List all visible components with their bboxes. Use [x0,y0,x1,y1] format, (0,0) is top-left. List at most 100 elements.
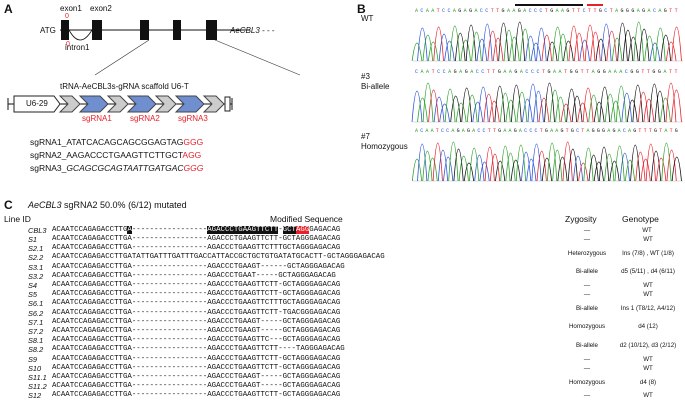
row-sequence: ACAATCCAGAGACCTTGA-----------------AGACC… [52,308,341,317]
zygosity-cell: — [583,392,591,400]
chromatogram-peak [599,86,611,123]
base-call: A [415,128,419,134]
base-call: T [490,8,494,14]
row-sequence: ACAATCCAGAGACCTTGA-----------------AGACC… [52,290,341,299]
base-call: A [474,8,478,14]
base-call: A [558,69,562,75]
base-call: G [674,128,678,134]
chromatogram-peak [567,148,578,182]
base-call: G [513,128,517,134]
chromatogram-peak [609,160,620,182]
row-line-id: S3.2 [28,271,44,281]
base-call: G [602,69,606,75]
base-call: A [628,128,632,134]
chromatogram-peak [638,28,650,62]
base-call: G [560,128,564,134]
genotype-cell: d2 (10/12), d3 (2/12) [619,341,677,349]
base-call: T [659,128,663,134]
chromatogram-peak [417,143,428,182]
sgrna-seq-3: sgRNA3_GCAGCGCAGTAATTGATGACGGG [30,163,204,173]
base-call: A [506,8,511,14]
chromatogram-peak [487,30,498,62]
base-call: A [508,69,513,75]
base-call: T [544,8,548,14]
chromatogram-peak [649,42,661,62]
chromatogram-peak [460,39,471,62]
gene-structure-diagram [60,20,301,76]
chromatogram-peak [444,40,455,62]
base-call: G [464,69,468,75]
chromatogram-peak [606,30,617,62]
chromatogram-peak [482,23,493,62]
sgrna-sequence-list: sgRNA1_ATATCACAGCAGCGGAGTAGGGG sgRNA2_AA… [30,136,203,175]
row-line-id: S2.1 [28,244,44,254]
base-call: C [442,8,446,14]
row-sequence: ACAATCCAGAGACCTTGA-----------------AGACC… [52,373,341,381]
base-call: G [642,8,646,14]
chromatogram-peak [411,90,423,123]
chromatogram-peak [637,91,649,123]
chromatogram-peak [632,84,644,123]
row-sequence: ACAATCCAGAGACCTTGA-----------------AGACC… [52,345,345,354]
chromatogram-peak [645,143,656,182]
base-call: G [635,69,640,75]
row-line-id: S1 [28,235,38,244]
zygosity-cell: Bi-allele [575,341,598,349]
chromatogram-peak [630,144,641,182]
base-call: C [481,69,485,75]
row-line-id: S6.1 [28,299,44,309]
base-call: G [514,69,518,75]
chromatogram-peak [505,152,516,182]
ref-genotype: WT [642,227,652,234]
chromatogram-peak [595,38,607,62]
chromatogram-peak [654,90,666,123]
base-call: T [564,69,568,75]
base-call: A [463,8,467,14]
base-call: G [663,8,667,14]
base-call: C [477,128,481,134]
chromatogram-peak [665,41,677,62]
row-sequence: ACAATCCAGAGACCTTGATATTGATTTGATTTGACCATTA… [52,253,385,262]
base-call: A [636,8,640,14]
chromatogram-peak [598,146,610,182]
chromatogram-peak [477,86,489,123]
base-call: T [593,8,597,14]
base-call: T [646,69,651,75]
chromatogram-peak [439,103,450,123]
base-call: A [503,128,507,134]
chromatogram-peak [546,41,558,62]
base-call: G [602,128,606,134]
base-call: C [536,69,540,75]
chromatogram-peak [622,29,634,62]
row-line-id: S9 [28,354,38,364]
intron1-label: intron1 [65,43,90,52]
row-sequence: ACAATCCAGAGACCTTGA-----------------AGACC… [52,327,341,335]
row-line-id: S4 [28,281,38,290]
chromatogram-peak [433,96,445,123]
base-call: A [607,128,611,134]
chromatogram-peak [665,82,677,123]
chromatogram-peak [547,142,558,182]
base-call: A [470,69,474,75]
chromatogram-peak [449,25,461,62]
base-call: A [663,69,667,75]
chromatogram-peak [531,143,542,182]
row-sequence: ACAATCCAGAGACCTTGA-----------------AGACC… [52,363,341,372]
chromatogram-peak [649,83,660,123]
zygosity-cell: Heterozygous [567,249,607,257]
chromatogram-peak [617,22,628,62]
gene-name-label: AeCBL3 - - - [230,26,275,35]
chromatogram-peak [579,39,590,62]
chromatogram-peak [628,36,639,62]
chromatogram-peak [509,36,520,62]
base-call: A [461,128,465,134]
chromatogram-peak [578,162,589,182]
chromatogram-peak [655,27,666,62]
chromatogram-peak [671,26,682,62]
col-modified-seq: Modified Sequence [270,214,343,224]
zygosity-cell: — [583,291,591,299]
genotype-cell: Ins 1 (T8/12, A4/12) [620,305,676,312]
base-call: A [586,128,590,134]
chromatogram-peak [527,83,539,123]
